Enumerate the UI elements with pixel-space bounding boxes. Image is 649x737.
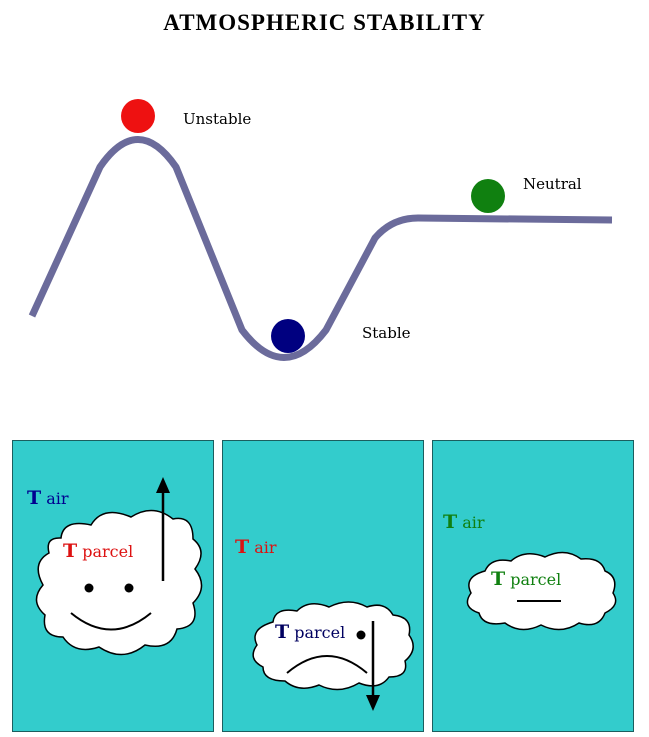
stable-panel-art xyxy=(252,601,414,711)
smile-mouth xyxy=(70,612,152,631)
right-eye xyxy=(124,583,134,593)
neutral-panel: T air T parcel xyxy=(432,440,634,732)
panel-2-tair: T air xyxy=(235,536,277,558)
down-arrow-head xyxy=(366,695,380,711)
unstable-panel-art xyxy=(35,477,203,656)
panel-3-tair: T air xyxy=(443,511,485,533)
eye xyxy=(356,630,366,640)
unstable-ball xyxy=(121,99,155,133)
panel-1-tparcel: T parcel xyxy=(63,540,134,562)
left-eye xyxy=(84,583,94,593)
cloud-shape xyxy=(466,551,617,631)
cloud-shape xyxy=(35,509,203,656)
unstable-label: Unstable xyxy=(183,110,252,128)
frown-mouth xyxy=(286,655,368,674)
stability-landscape xyxy=(28,99,613,361)
panel-1-tair: T air xyxy=(27,487,69,509)
stable-label: Stable xyxy=(362,324,411,342)
neutral-panel-art xyxy=(466,551,617,631)
panel-3-tparcel: T parcel xyxy=(491,568,562,590)
panel-2-tparcel: T parcel xyxy=(275,621,346,643)
neutral-ball xyxy=(471,179,505,213)
stable-ball xyxy=(271,319,305,353)
unstable-panel: T air T parcel xyxy=(12,440,214,732)
cloud-shape xyxy=(252,601,414,691)
neutral-label: Neutral xyxy=(523,175,582,193)
page-title: ATMOSPHERIC STABILITY xyxy=(163,10,486,35)
landscape-track xyxy=(28,136,613,361)
stable-panel: T air T parcel xyxy=(222,440,424,732)
up-arrow-head xyxy=(156,477,170,493)
